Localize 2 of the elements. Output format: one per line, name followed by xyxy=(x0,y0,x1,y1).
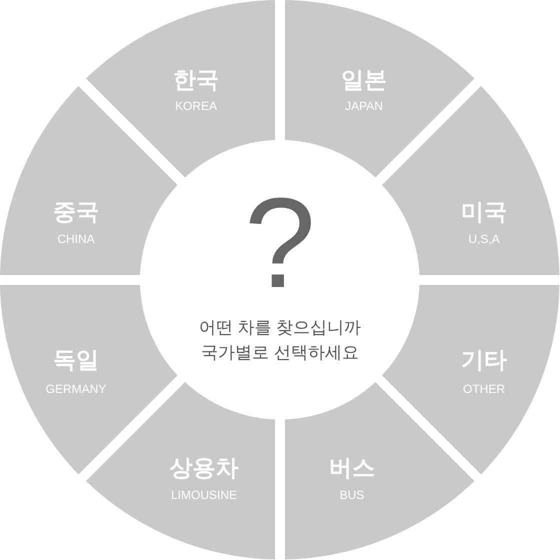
question-mark: ? xyxy=(244,180,316,308)
prompt-text: 어떤 차를 찾으십니까 국가별로 선택하세요 xyxy=(198,317,362,364)
